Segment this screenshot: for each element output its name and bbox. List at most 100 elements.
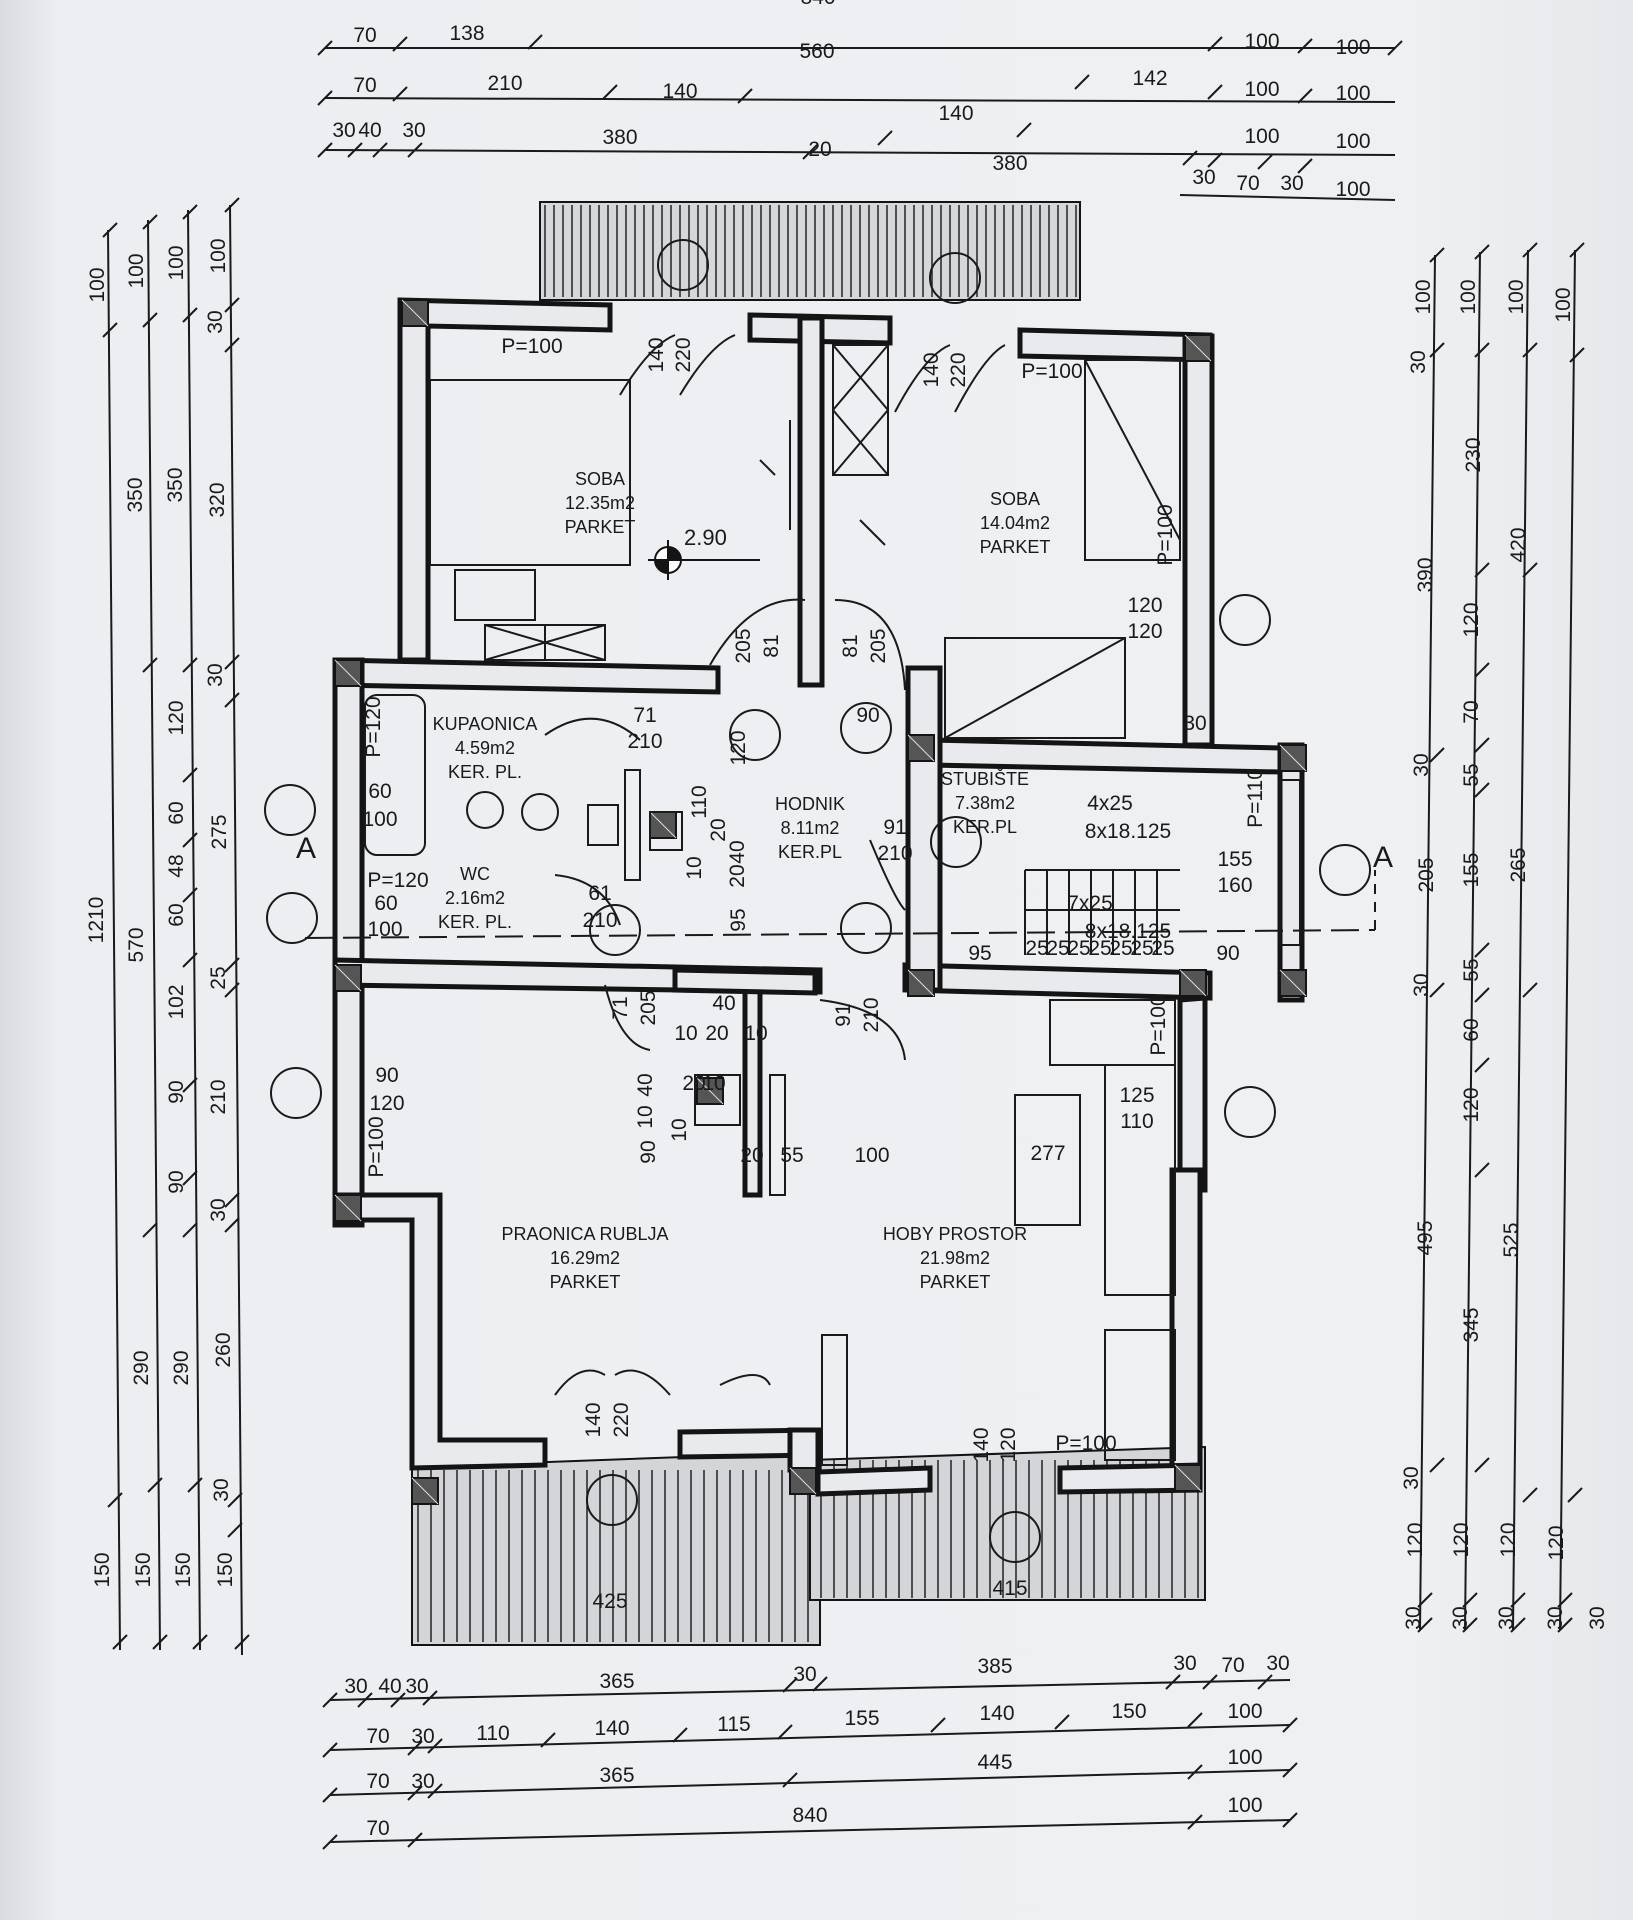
- room-floor: PARKET: [920, 1272, 991, 1292]
- dimension-value: 140: [594, 1717, 629, 1740]
- dimension-value: 120: [165, 700, 188, 735]
- dimension-value: 30: [1544, 1606, 1567, 1629]
- dimension-value: 100: [367, 918, 402, 941]
- dimension-value: 210: [627, 730, 662, 753]
- balcony-top: [539, 201, 1081, 304]
- dimension-value: 260: [212, 1332, 235, 1367]
- dimension-value: 100: [1227, 1794, 1262, 1817]
- dimension-value: 110: [688, 785, 711, 818]
- dimension-value: 20: [808, 138, 831, 161]
- dimension-value: 415: [992, 1577, 1027, 1600]
- axis-circles: [264, 594, 1371, 1138]
- dimension-value: 840: [792, 1804, 827, 1827]
- room-area: 4.59m2: [455, 738, 515, 758]
- dimension-value: 20: [726, 864, 749, 887]
- dimension-value: 140: [645, 337, 668, 372]
- dimension-value: P=120: [362, 696, 385, 757]
- room-labels: SOBA12.35m2PARKETSOBA14.04m2PARKETKUPAON…: [433, 469, 1051, 1292]
- dimension-value: 30: [1449, 1606, 1472, 1629]
- dimension-value: 100: [1412, 279, 1435, 314]
- dimension-value: 10: [702, 1072, 725, 1095]
- dimension-labels: 8407013856010010070210140142100100140304…: [85, 0, 1609, 1840]
- dimension-value: 90: [637, 1140, 660, 1163]
- dimension-value: 40: [726, 840, 749, 863]
- dimension-value: 390: [1414, 557, 1437, 592]
- room-floor: PARKET: [565, 517, 636, 537]
- dimension-value: 110: [1120, 1110, 1153, 1133]
- dimension-value: 95: [727, 908, 750, 931]
- dimension-value: 30: [204, 663, 227, 686]
- dimension-value: 230: [1462, 437, 1485, 472]
- dimension-value: 40: [378, 1675, 401, 1698]
- dimension-value: 70: [1221, 1654, 1244, 1677]
- dimension-value: 320: [206, 482, 229, 517]
- dimension-value: 350: [124, 477, 147, 512]
- dimension-value: P=100: [365, 1116, 388, 1177]
- dimension-value: 30: [1280, 172, 1303, 195]
- dimension-value: 102: [165, 984, 188, 1019]
- dimension-value: 20: [740, 1144, 763, 1167]
- dimension-value: 70: [366, 1725, 389, 1748]
- dimension-value: 120: [369, 1092, 404, 1115]
- dimension-value: 140: [970, 1427, 993, 1462]
- dimension-value: 140: [920, 352, 943, 387]
- dimension-value: 210: [877, 842, 912, 865]
- dimension-value: 100: [1335, 36, 1370, 59]
- dimension-value: 220: [610, 1402, 633, 1437]
- dimension-value: 30: [1586, 1606, 1609, 1629]
- dimension-value: 30: [1266, 1652, 1289, 1675]
- dimension-value: 30: [332, 119, 355, 142]
- dimension-value: 90: [1216, 942, 1239, 965]
- dimension-value: 210: [207, 1079, 230, 1114]
- dimension-value: 495: [1414, 1220, 1437, 1255]
- dimension-lines: [102, 34, 1585, 1850]
- dimension-value: 30: [1183, 712, 1206, 735]
- room-area: 7.38m2: [955, 793, 1015, 813]
- room-area: 2.16m2: [445, 888, 505, 908]
- dimension-value: 840: [800, 0, 835, 9]
- dimension-value: 100: [1335, 130, 1370, 153]
- dimension-value: 30: [210, 1478, 233, 1501]
- dimension-value: 71: [633, 704, 656, 727]
- room-name: HOBY PROSTOR: [883, 1224, 1027, 1244]
- dimension-value: 91: [832, 1003, 855, 1026]
- dimension-value: 25: [1067, 937, 1090, 960]
- dimension-value: 30: [1402, 1606, 1425, 1629]
- dimension-value: 220: [947, 352, 970, 387]
- dimension-value: P=100: [1021, 360, 1082, 383]
- dimension-value: 95: [968, 942, 991, 965]
- room-name: WC: [460, 864, 490, 884]
- dimension-value: 30: [1407, 350, 1430, 373]
- dimension-value: 90: [165, 1170, 188, 1193]
- dimension-value: 4x25: [1087, 792, 1133, 815]
- room-floor: KER. PL.: [448, 762, 522, 782]
- dimension-value: 210: [487, 72, 522, 95]
- dimension-value: 10: [744, 1022, 767, 1045]
- dimension-value: 385: [977, 1655, 1012, 1678]
- dimension-value: 275: [208, 814, 231, 849]
- dimension-value: 570: [125, 927, 148, 962]
- dimension-value: 277: [1030, 1142, 1065, 1165]
- dimension-value: 60: [165, 801, 188, 824]
- dimension-value: 7x25: [1067, 892, 1113, 915]
- dimension-value: 30: [1410, 753, 1433, 776]
- dimension-value: P=120: [367, 869, 428, 892]
- dimension-value: 140: [979, 1702, 1014, 1725]
- dimension-value: 205: [637, 990, 660, 1025]
- dimension-value: 25: [207, 966, 230, 989]
- dimension-value: 60: [374, 892, 397, 915]
- dimension-value: 380: [992, 152, 1027, 175]
- dimension-value: 205: [867, 628, 890, 663]
- dimension-value: 160: [1217, 874, 1252, 897]
- dimension-value: 100: [1244, 125, 1279, 148]
- room-name: PRAONICA RUBLJA: [501, 1224, 668, 1244]
- dimension-value: 25: [1109, 937, 1132, 960]
- dimension-value: 210: [582, 909, 617, 932]
- dimension-value: 120: [1497, 1522, 1520, 1557]
- dimension-value: 90: [375, 1064, 398, 1087]
- dimension-value: 90: [856, 704, 879, 727]
- dimension-value: 60: [165, 903, 188, 926]
- room-name: SOBA: [990, 489, 1040, 509]
- dimension-value: 61: [588, 882, 611, 905]
- dimension-value: 30: [1192, 166, 1215, 189]
